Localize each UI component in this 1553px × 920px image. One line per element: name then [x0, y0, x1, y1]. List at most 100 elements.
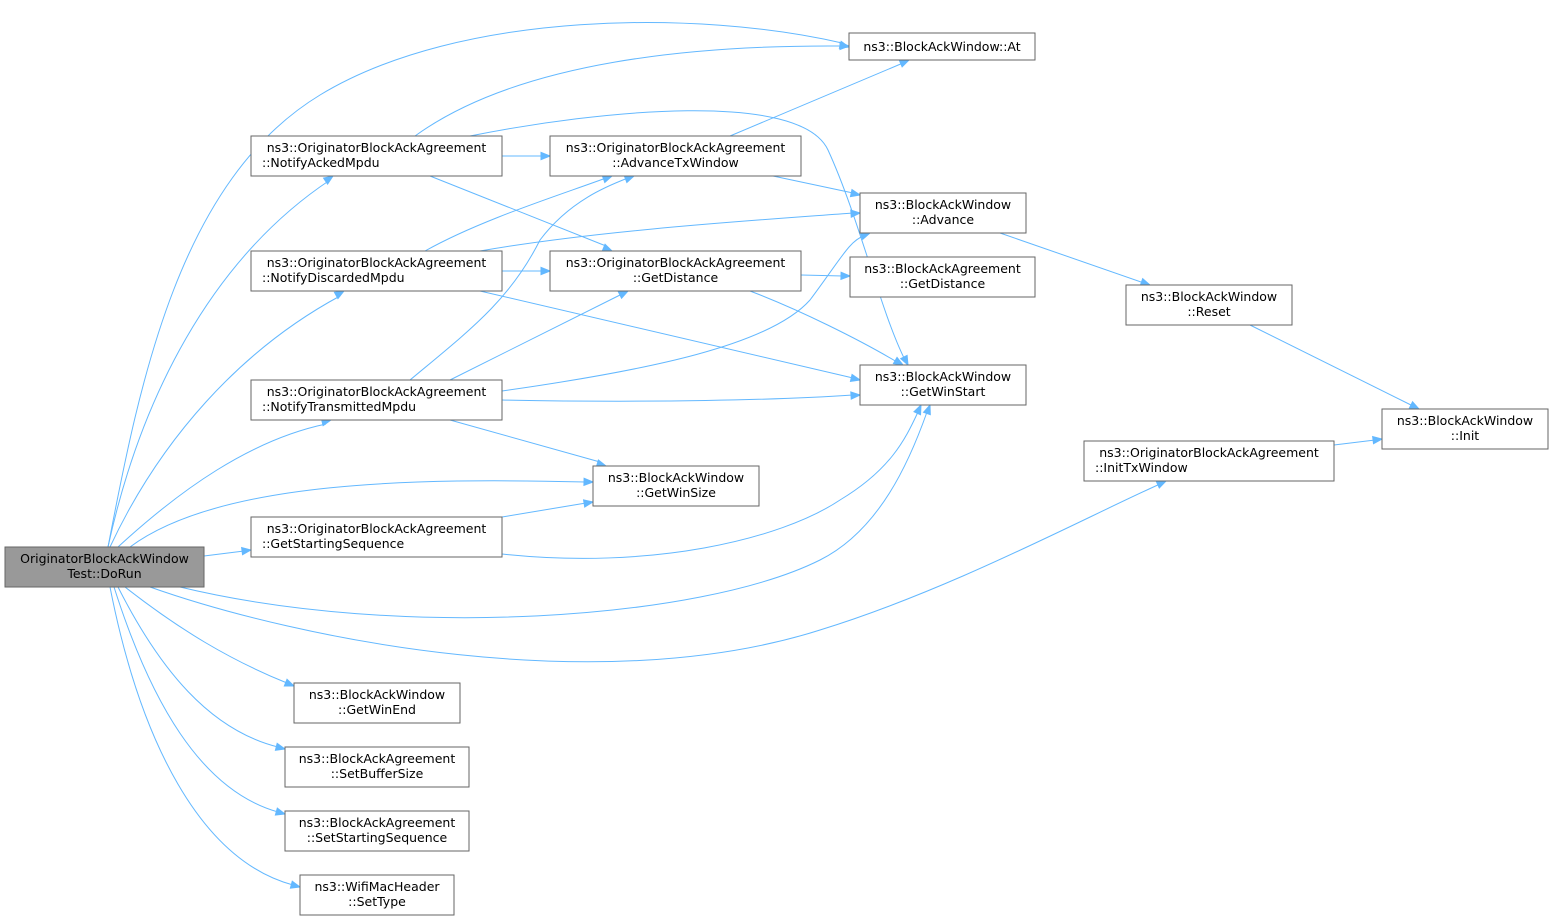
- node-notify-acked-line-2: ::NotifyAckedMpdu: [262, 155, 380, 170]
- edge-notify-discarded-to-advance: [479, 209, 862, 252]
- node-get-win-size-line-1: ns3::BlockAckWindow: [608, 470, 744, 485]
- node-get-win-start[interactable]: ns3::BlockAckWindow ::GetWinStart: [859, 364, 1027, 406]
- edge-advance-tx-to-at: [729, 59, 911, 137]
- edge-root-to-init-tx: [149, 480, 1168, 663]
- arrowhead-icon: [922, 403, 931, 416]
- edge-line: [109, 295, 341, 548]
- node-get-starting-sequence-line-1: ns3::OriginatorBlockAckAgreement: [267, 521, 487, 536]
- node-originator-get-distance[interactable]: ns3::OriginatorBlockAckAgreement ::GetDi…: [549, 250, 802, 292]
- arrowhead-icon: [850, 391, 862, 400]
- node-get-starting-sequence[interactable]: ns3::OriginatorBlockAckAgreement ::GetSt…: [250, 516, 503, 558]
- node-root-line-2: Test::DoRun: [66, 566, 141, 581]
- edge-line: [449, 293, 623, 381]
- edge-line: [479, 212, 854, 252]
- edge-line: [501, 235, 865, 392]
- node-advance-tx-window[interactable]: ns3::OriginatorBlockAckAgreement ::Advan…: [549, 135, 802, 177]
- node-root[interactable]: OriginatorBlockAckWindow Test::DoRun: [4, 546, 205, 588]
- arrowhead-icon: [289, 880, 302, 889]
- arrowhead-icon: [1408, 400, 1421, 410]
- node-get-win-end[interactable]: ns3::BlockAckWindow ::GetWinEnd: [293, 682, 461, 724]
- edge-root-to-set-starting-seq: [113, 586, 287, 816]
- edge-notify-transmitted-to-win-start: [501, 391, 862, 402]
- arrowhead-icon: [840, 271, 852, 281]
- arrowhead-icon: [913, 403, 922, 416]
- node-get-win-size[interactable]: ns3::BlockAckWindow ::GetWinSize: [592, 465, 760, 507]
- edge-root-to-get-starting-seq: [203, 546, 253, 557]
- node-set-type-line-2: ::SetType: [348, 894, 406, 909]
- edge-notify-discarded-to-win-start: [479, 290, 862, 383]
- node-get-win-start-line-1: ns3::BlockAckWindow: [875, 369, 1011, 384]
- edge-root-to-notify-discarded: [109, 290, 346, 548]
- arrowhead-icon: [849, 373, 862, 383]
- node-set-buffer-size-line-2: ::SetBufferSize: [331, 766, 424, 781]
- edge-orig-distance-to-ba-distance: [800, 271, 852, 281]
- edge-line: [129, 480, 587, 548]
- node-init-tx-window[interactable]: ns3::OriginatorBlockAckAgreement ::InitT…: [1083, 440, 1335, 482]
- node-set-starting-sequence[interactable]: ns3::BlockAckAgreement ::SetStartingSequ…: [284, 810, 470, 852]
- arrowhead-icon: [849, 188, 862, 198]
- arrowhead-icon: [274, 807, 287, 816]
- arrowhead-icon: [241, 546, 253, 556]
- edge-line: [772, 175, 854, 194]
- node-notify-acked[interactable]: ns3::OriginatorBlockAckAgreement ::Notif…: [250, 135, 503, 177]
- edge-root-to-win-end: [124, 586, 296, 687]
- node-set-type[interactable]: ns3::WifiMacHeader ::SetType: [299, 874, 455, 916]
- edge-line: [107, 22, 843, 548]
- edge-init-tx-to-init: [1333, 435, 1384, 446]
- arrowhead-icon: [898, 59, 911, 68]
- node-set-starting-sequence-line-1: ns3::BlockAckAgreement: [299, 815, 456, 830]
- node-init-tx-window-line-1: ns3::OriginatorBlockAckAgreement: [1099, 445, 1319, 460]
- arrowhead-icon: [274, 742, 287, 751]
- arrowhead-icon: [540, 151, 552, 161]
- node-notify-transmitted-line-1: ns3::OriginatorBlockAckAgreement: [267, 384, 487, 399]
- edge-line: [107, 179, 331, 548]
- node-reset[interactable]: ns3::BlockAckWindow ::Reset: [1125, 284, 1293, 326]
- edge-line: [479, 290, 854, 379]
- edge-notify-acked-to-orig-distance: [429, 175, 614, 252]
- edge-line: [999, 232, 1145, 284]
- arrowhead-icon: [333, 290, 346, 300]
- edge-root-to-win-size: [129, 477, 595, 548]
- edge-line: [501, 411, 919, 559]
- edge-root-to-set-buffer: [117, 586, 287, 751]
- node-at[interactable]: ns3::BlockAckWindow::At: [848, 32, 1036, 61]
- edges-layer: [107, 22, 1421, 889]
- node-advance[interactable]: ns3::BlockAckWindow ::Advance: [859, 192, 1027, 234]
- nodes-layer: OriginatorBlockAckWindow Test::DoRun ns3…: [4, 32, 1549, 916]
- node-notify-transmitted[interactable]: ns3::OriginatorBlockAckAgreement ::Notif…: [250, 379, 503, 421]
- node-notify-acked-line-1: ns3::OriginatorBlockAckAgreement: [267, 140, 487, 155]
- node-blockack-get-distance[interactable]: ns3::BlockAckAgreement ::GetDistance: [849, 256, 1036, 298]
- arrowhead-icon: [839, 41, 851, 51]
- edge-line: [424, 177, 607, 252]
- arrowhead-icon: [283, 678, 296, 687]
- edge-root-to-notify-acked: [107, 175, 335, 548]
- edge-line: [203, 550, 245, 557]
- arrowhead-icon: [850, 209, 862, 218]
- edge-line: [501, 502, 587, 518]
- node-notify-transmitted-line-2: ::NotifyTransmittedMpdu: [262, 399, 416, 414]
- node-init[interactable]: ns3::BlockAckWindow ::Init: [1381, 408, 1549, 450]
- edge-notify-transmitted-to-win-size: [449, 419, 608, 468]
- node-set-starting-sequence-line-2: ::SetStartingSequence: [307, 830, 448, 845]
- node-get-win-end-line-2: ::GetWinEnd: [338, 702, 416, 717]
- node-reset-line-2: ::Reset: [1187, 304, 1230, 319]
- node-notify-discarded[interactable]: ns3::OriginatorBlockAckAgreement ::Notif…: [250, 250, 503, 292]
- node-set-buffer-size[interactable]: ns3::BlockAckAgreement ::SetBufferSize: [284, 746, 470, 788]
- node-notify-discarded-line-1: ns3::OriginatorBlockAckAgreement: [267, 255, 487, 270]
- arrowhead-icon: [322, 175, 335, 185]
- node-advance-tx-window-line-2: ::AdvanceTxWindow: [612, 155, 739, 170]
- arrowhead-icon: [1139, 277, 1152, 286]
- arrowhead-icon: [859, 232, 872, 241]
- node-blockack-get-distance-line-1: ns3::BlockAckAgreement: [864, 261, 1021, 276]
- edge-line: [429, 175, 607, 247]
- arrowhead-icon: [617, 290, 630, 300]
- edge-notify-discarded-to-orig-distance: [502, 266, 552, 276]
- edge-notify-acked-to-at: [414, 41, 851, 137]
- edge-line: [1249, 324, 1414, 407]
- edge-root-to-win-start: [179, 403, 931, 619]
- edge-line: [149, 483, 1161, 663]
- edge-line: [117, 423, 327, 548]
- arrowhead-icon: [540, 266, 552, 276]
- edge-advance-tx-to-advance: [772, 175, 862, 198]
